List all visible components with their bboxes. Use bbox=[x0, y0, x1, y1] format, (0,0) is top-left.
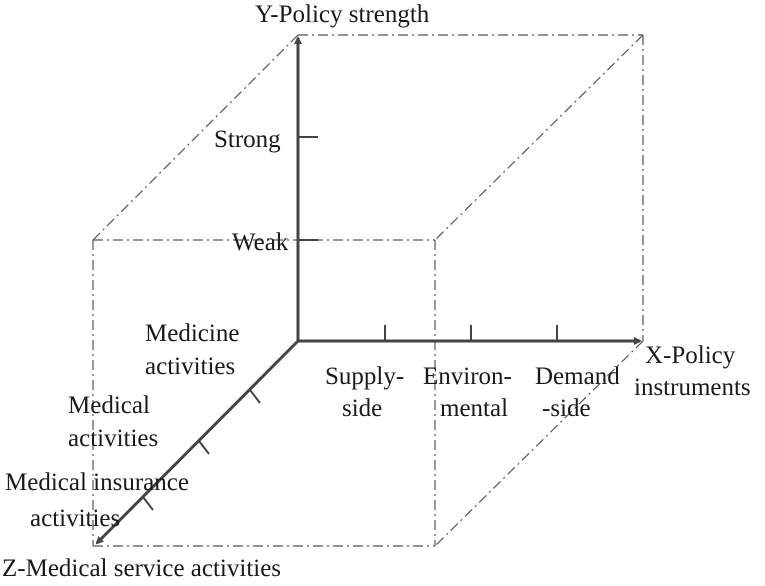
axes bbox=[95, 36, 642, 545]
y-tick-label-weak: Weak bbox=[232, 229, 289, 256]
z-category-insurance-line1: Medical insurance bbox=[5, 469, 189, 496]
z-category-medical-line2: activities bbox=[68, 425, 158, 452]
y-axis-labels: Y-Policy strength Strong Weak bbox=[214, 1, 430, 256]
z-category-insurance-line2: activities bbox=[30, 505, 120, 532]
z-tick-medicine bbox=[249, 389, 261, 404]
z-category-medicine-line2: activities bbox=[145, 353, 235, 380]
x-axis-labels: X-Policy instruments Supply- side Enviro… bbox=[325, 342, 751, 422]
z-tick-medical bbox=[198, 440, 210, 455]
cube-edge-top-left bbox=[92, 34, 299, 241]
z-tick-insurance bbox=[142, 496, 154, 511]
cube-outline bbox=[92, 34, 644, 547]
x-category-environmental-line1: Environ- bbox=[423, 363, 512, 390]
z-category-medicine-line1: Medicine bbox=[145, 320, 239, 347]
y-axis-title: Y-Policy strength bbox=[255, 1, 430, 28]
x-category-supply-line2: side bbox=[342, 395, 382, 422]
axis-ticks bbox=[142, 136, 558, 511]
cube-edge-top-right bbox=[434, 34, 644, 241]
z-axis-title: Z-Medical service activities bbox=[2, 555, 281, 581]
x-category-demand-line1: Demand bbox=[535, 363, 620, 390]
x-category-environmental-line2: mental bbox=[440, 395, 508, 422]
x-axis-title-line1: X-Policy bbox=[645, 342, 736, 369]
x-category-supply-line1: Supply- bbox=[325, 363, 404, 390]
z-axis-line bbox=[95, 339, 300, 545]
x-category-demand-line2: -side bbox=[542, 395, 591, 422]
x-axis-title-line2: instruments bbox=[634, 374, 751, 401]
cube-edge-bottom-right bbox=[434, 340, 644, 547]
y-tick-label-strong: Strong bbox=[214, 126, 281, 153]
z-category-medical-line1: Medical bbox=[68, 392, 150, 419]
z-axis-labels: Medicine activities Medical activities M… bbox=[2, 320, 281, 582]
